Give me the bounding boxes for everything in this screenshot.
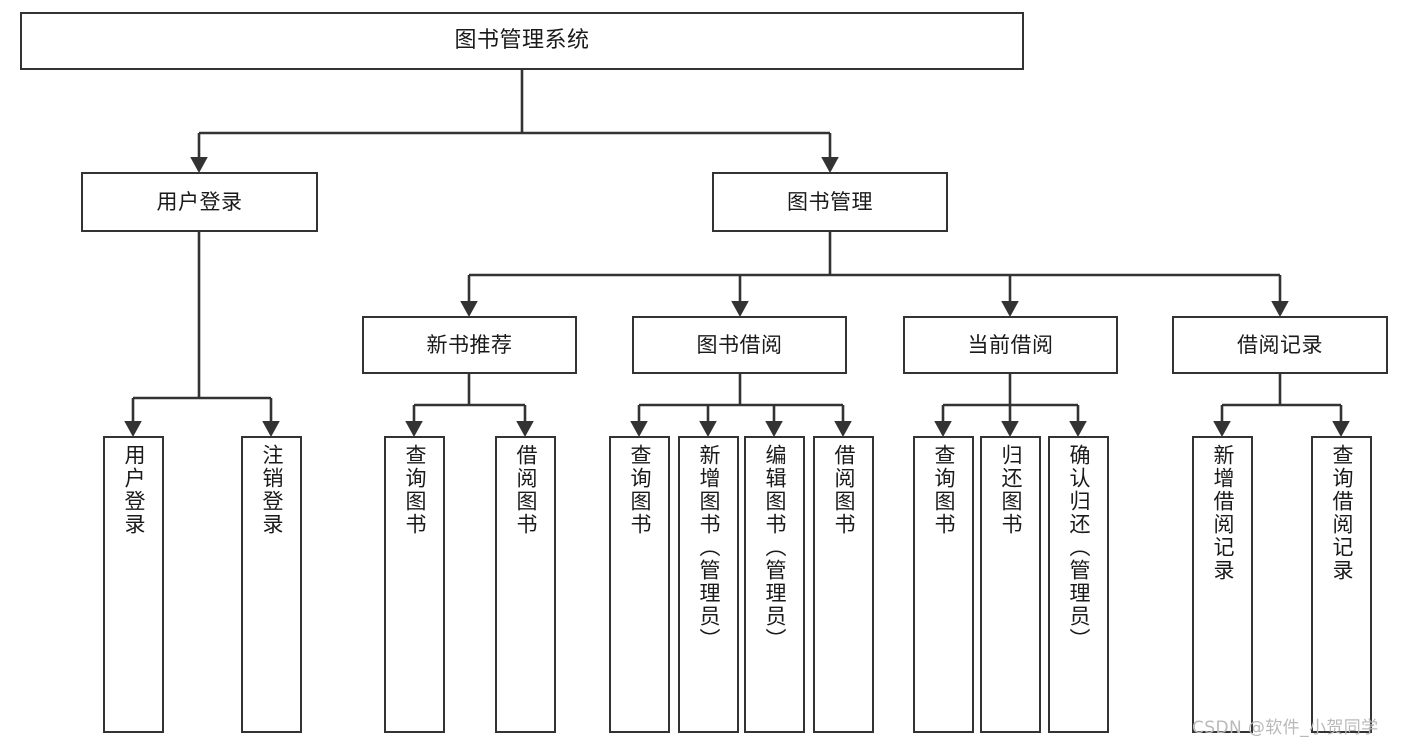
leaf-add-book[interactable]: 新增图书（管理员） — [678, 436, 739, 733]
node-root-system[interactable]: 图书管理系统 — [20, 12, 1024, 70]
leaf-confirm-return[interactable]: 确认归还（管理员） — [1048, 436, 1109, 733]
node-label: 编辑图书（管理员） — [763, 444, 787, 651]
node-label: 查询图书 — [628, 444, 652, 536]
node-label: 用户登录 — [122, 444, 146, 536]
node-label: 查询借阅记录 — [1330, 444, 1354, 582]
node-label: 查询图书 — [932, 444, 956, 536]
leaf-query-book-current[interactable]: 查询图书 — [913, 436, 974, 733]
node-label: 新书推荐 — [426, 332, 513, 357]
node-label: 图书管理系统 — [454, 28, 590, 54]
node-label: 新增借阅记录 — [1211, 444, 1235, 582]
node-label: 借阅图书 — [514, 444, 538, 536]
node-label: 注销登录 — [260, 444, 284, 536]
node-label: 查询图书 — [403, 444, 427, 536]
leaf-query-book-recommend[interactable]: 查询图书 — [384, 436, 445, 733]
node-label: 当前借阅 — [967, 332, 1054, 357]
node-label: 图书管理 — [787, 189, 873, 214]
node-new-book-recommend[interactable]: 新书推荐 — [362, 316, 577, 374]
leaf-logout-login[interactable]: 注销登录 — [241, 436, 302, 733]
leaf-return-book[interactable]: 归还图书 — [980, 436, 1041, 733]
node-label: 归还图书 — [999, 444, 1023, 536]
node-label: 借阅图书 — [832, 444, 856, 536]
node-label: 用户登录 — [156, 189, 243, 214]
leaf-edit-book[interactable]: 编辑图书（管理员） — [744, 436, 805, 733]
node-borrow-record[interactable]: 借阅记录 — [1172, 316, 1388, 374]
leaf-query-borrow-record[interactable]: 查询借阅记录 — [1311, 436, 1372, 733]
leaf-borrow-book[interactable]: 借阅图书 — [813, 436, 874, 733]
node-book-borrow[interactable]: 图书借阅 — [632, 316, 847, 374]
node-label: 借阅记录 — [1237, 332, 1323, 357]
node-current-borrow[interactable]: 当前借阅 — [903, 316, 1118, 374]
node-label: 确认归还（管理员） — [1067, 444, 1091, 651]
node-label: 新增图书（管理员） — [697, 444, 721, 651]
node-label: 图书借阅 — [696, 332, 783, 357]
leaf-borrow-book-recommend[interactable]: 借阅图书 — [495, 436, 556, 733]
node-user-login[interactable]: 用户登录 — [81, 172, 318, 232]
leaf-user-login[interactable]: 用户登录 — [103, 436, 164, 733]
watermark-text: CSDN @软件_小贺同学 — [1192, 718, 1379, 738]
node-book-manage[interactable]: 图书管理 — [712, 172, 948, 232]
leaf-add-borrow-record[interactable]: 新增借阅记录 — [1192, 436, 1253, 733]
leaf-query-book-borrow[interactable]: 查询图书 — [609, 436, 670, 733]
